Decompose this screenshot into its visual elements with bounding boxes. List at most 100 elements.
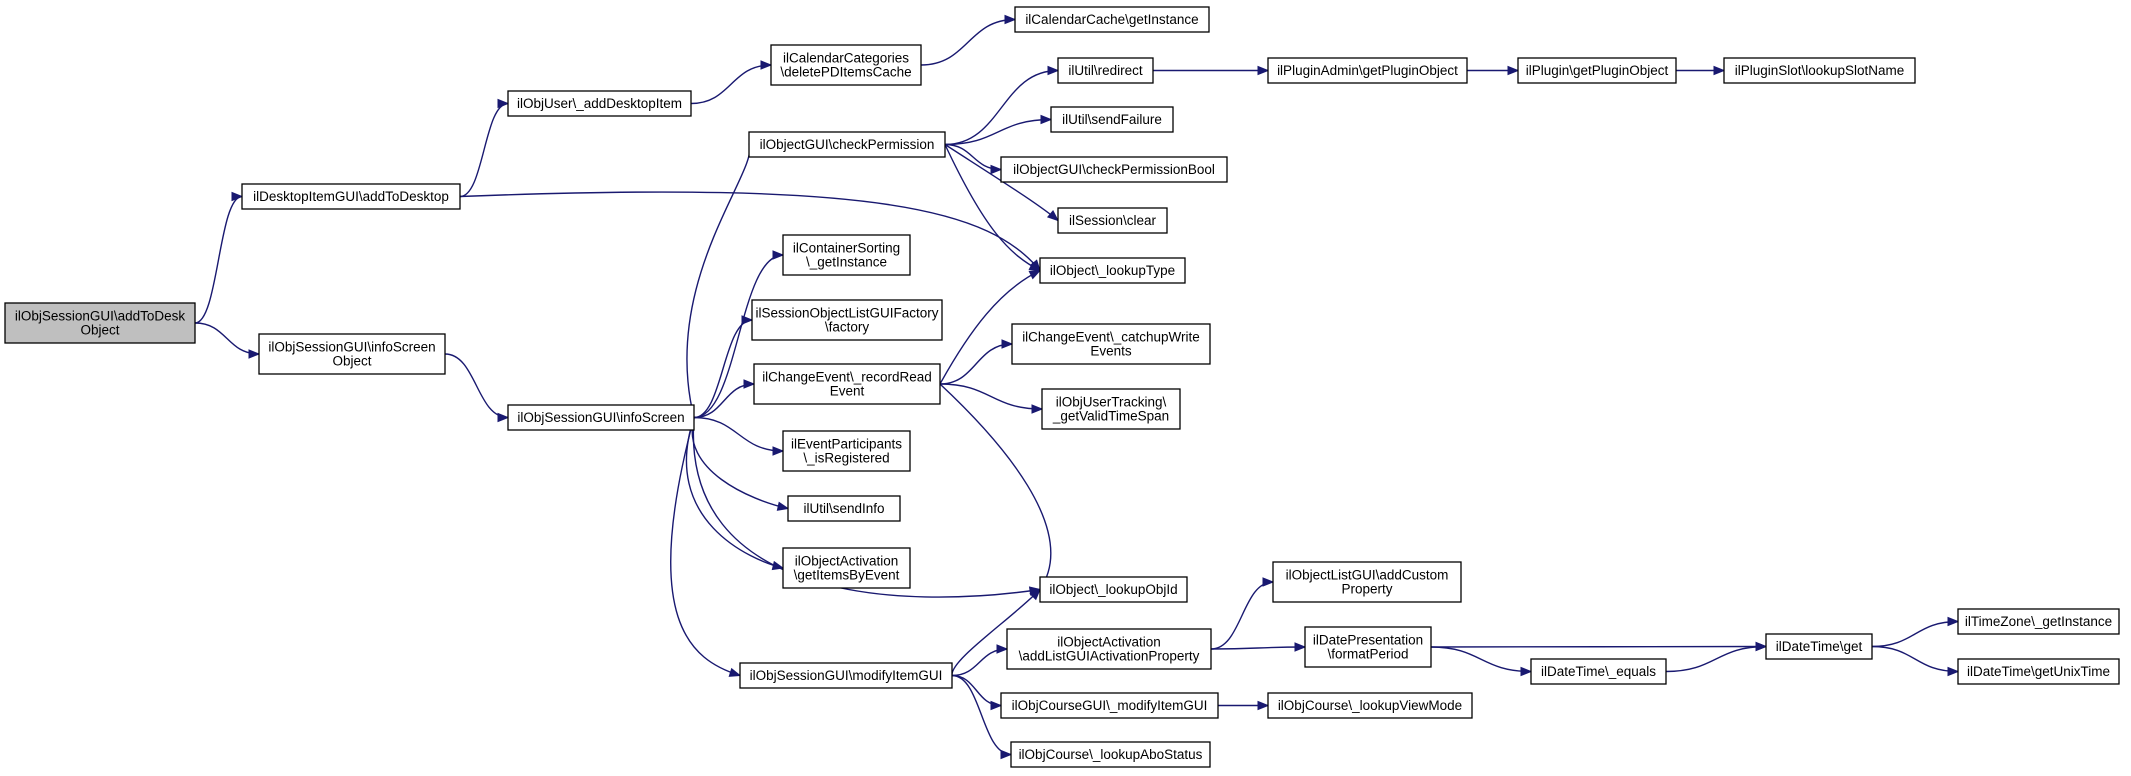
node-addlistact[interactable]: ilObjectActivation\addListGUIActivationP…	[1006, 628, 1212, 670]
node-label: ilObjSessionGUI\addToDesk	[15, 309, 186, 324]
node-box	[258, 333, 446, 375]
node-label: ilObjectActivation	[795, 554, 899, 569]
edge-n_info_obj-to-n_info	[444, 353, 509, 419]
node-calcat[interactable]: ilCalendarCategories\deletePDItemsCache	[770, 44, 922, 86]
node-label: ilObjUser\_addDesktopItem	[517, 96, 682, 111]
node-box	[1267, 57, 1468, 84]
node-aboStatus[interactable]: ilObjCourse\_lookupAboStatus	[1010, 741, 1211, 768]
node-tzinst[interactable]: ilTimeZone\_getInstance	[1957, 608, 2120, 635]
node-checkbool[interactable]: ilObjectGUI\checkPermissionBool	[1000, 156, 1228, 183]
node-contsort[interactable]: ilContainerSorting\_getInstance	[782, 234, 911, 276]
node-usertrack[interactable]: ilObjUserTracking\_getValidTimeSpan	[1041, 388, 1181, 430]
node-label: _getValidTimeSpan	[1052, 409, 1169, 424]
node-label: Event	[830, 384, 865, 399]
node-calcache[interactable]: ilCalendarCache\getInstance	[1014, 6, 1210, 33]
arrowhead-n_info-to-n_sendinfo	[776, 501, 790, 511]
node-box	[787, 495, 901, 522]
node-label: ilUtil\redirect	[1068, 63, 1143, 78]
edge-n_checkperm-to-n_redirect	[944, 69, 1059, 146]
node-lookuptype[interactable]: ilObject\_lookupType	[1039, 257, 1186, 284]
node-modify[interactable]: ilObjSessionGUI\modifyItemGUI	[739, 662, 953, 689]
node-label: ilSessionObjectListGUIFactory	[755, 306, 938, 321]
node-checkperm[interactable]: ilObjectGUI\checkPermission	[748, 131, 946, 158]
edge-n_desk_add-to-n_user_add	[459, 102, 509, 198]
node-viewmode[interactable]: ilObjCourse\_lookupViewMode	[1267, 692, 1473, 719]
arrowhead-n_info_obj-to-n_info	[497, 412, 510, 423]
node-lookupobjid[interactable]: ilObject\_lookupObjId	[1039, 576, 1188, 603]
node-label: \_isRegistered	[803, 451, 889, 466]
edge-n_info-to-n_recread	[693, 383, 755, 419]
node-box	[1041, 388, 1181, 430]
node-pluginslot[interactable]: ilPluginSlot\lookupSlotName	[1723, 57, 1916, 84]
node-box	[782, 430, 911, 472]
node-box	[1957, 658, 2120, 685]
node-coursemod[interactable]: ilObjCourseGUI\_modifyItemGUI	[1000, 692, 1219, 719]
node-info[interactable]: ilObjSessionGUI\infoScreen	[507, 404, 695, 431]
node-label: ilContainerSorting	[793, 241, 900, 256]
edge-n_calcat-to-n_calcache	[920, 18, 1016, 66]
node-label: Object	[80, 323, 119, 338]
node-pluginadmin[interactable]: ilPluginAdmin\getPluginObject	[1267, 57, 1468, 84]
arrowhead-n_checkperm-to-n_redirect	[1047, 65, 1060, 76]
node-label: ilObjectListGUI\addCustom	[1286, 568, 1449, 583]
node-evpart[interactable]: ilEventParticipants\_isRegistered	[782, 430, 911, 472]
node-plugin[interactable]: ilPlugin\getPluginObject	[1517, 57, 1677, 84]
arrowhead-n_info-to-n_modify	[728, 667, 742, 677]
node-user-add[interactable]: ilObjUser\_addDesktopItem	[507, 90, 692, 117]
node-label: ilObjSessionGUI\infoScreen	[517, 410, 684, 425]
node-label: ilDateTime\getUnixTime	[1967, 664, 2110, 679]
node-box	[1723, 57, 1916, 84]
node-sendfail[interactable]: ilUtil\sendFailure	[1050, 106, 1174, 133]
node-label: ilObjCourseGUI\_modifyItemGUI	[1012, 698, 1208, 713]
arrowhead-n_info-to-n_contsort	[772, 250, 785, 260]
node-dtequals[interactable]: ilDateTime\_equals	[1530, 658, 1667, 685]
node-label: ilObjCourse\_lookupAboStatus	[1019, 747, 1203, 762]
node-sessclear[interactable]: ilSession\clear	[1057, 207, 1168, 234]
edge-n_root-to-n_info_obj	[194, 322, 260, 355]
node-label: ilObjSessionGUI\infoScreen	[268, 340, 435, 355]
node-label: ilDesktopItemGUI\addToDesktop	[253, 189, 449, 204]
node-redirect[interactable]: ilUtil\redirect	[1057, 57, 1154, 84]
node-box	[782, 234, 911, 276]
arrowhead-n_checkperm-to-n_checkbool	[990, 164, 1003, 175]
node-unixtime[interactable]: ilDateTime\getUnixTime	[1957, 658, 2120, 685]
node-box	[1765, 633, 1873, 660]
arrowhead-n_modify-to-n_addlistact	[996, 644, 1009, 654]
node-label: ilObjectActivation	[1057, 635, 1161, 650]
node-label: ilObjCourse\_lookupViewMode	[1278, 698, 1462, 713]
node-sessfac[interactable]: ilSessionObjectListGUIFactory\factory	[751, 299, 943, 341]
edge-n_desk_add-to-n_lookuptype	[459, 191, 1041, 271]
node-objact-items[interactable]: ilObjectActivation\getItemsByEvent	[782, 547, 911, 589]
arrowhead-n_pluginadmin-to-n_plugin	[1507, 65, 1520, 76]
node-label: ilSession\clear	[1069, 213, 1157, 228]
node-datepres[interactable]: ilDatePresentation\formatPeriod	[1304, 626, 1432, 668]
node-desk-add[interactable]: ilDesktopItemGUI\addToDesktop	[241, 183, 461, 210]
node-sendinfo[interactable]: ilUtil\sendInfo	[787, 495, 901, 522]
arrowhead-n_info-to-n_evpart	[772, 446, 785, 456]
arrowhead-n_addlistact-to-n_addcustom	[1262, 577, 1275, 587]
node-label: Events	[1090, 344, 1132, 359]
edge-n_datepres-to-n_dtget	[1430, 645, 1767, 648]
node-dtget[interactable]: ilDateTime\get	[1765, 633, 1873, 660]
node-label: ilChangeEvent\_recordRead	[762, 370, 932, 385]
node-box	[1006, 628, 1212, 670]
node-box	[782, 547, 911, 589]
node-box	[507, 404, 695, 431]
arrowhead-n_dtget-to-n_unixtime	[1947, 666, 1960, 677]
node-label: ilTimeZone\_getInstance	[1965, 614, 2112, 629]
node-box	[1014, 6, 1210, 33]
edge-n_info-to-n_objact_items	[686, 417, 784, 569]
edge-n_dtget-to-n_tzinst	[1871, 620, 1959, 648]
arrowhead-n_recread-to-n_catchup	[1001, 339, 1014, 349]
arrowhead-n_datepres-to-n_dtequals	[1520, 666, 1533, 677]
arrowhead-n_plugin-to-n_pluginslot	[1713, 65, 1726, 76]
edge-n_checkperm-to-n_lookuptype	[944, 144, 1041, 272]
arrowhead-n_redirect-to-n_pluginadmin	[1257, 65, 1270, 76]
